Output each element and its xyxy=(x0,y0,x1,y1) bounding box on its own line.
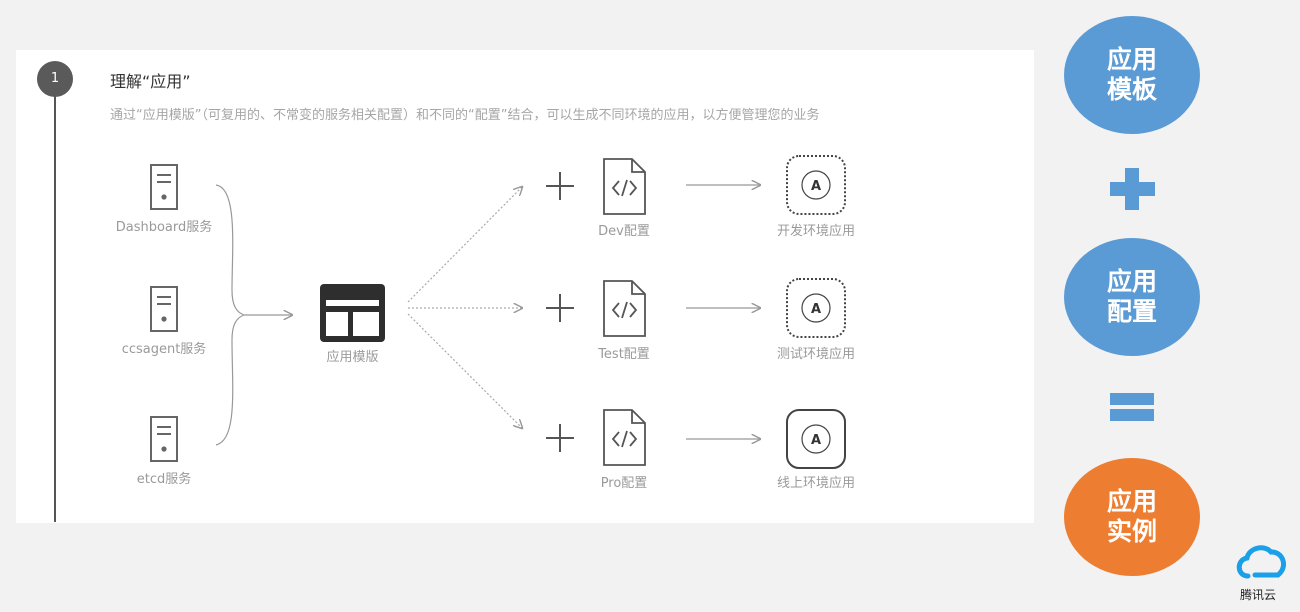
service-label: ccsagent服务 xyxy=(121,342,207,357)
plus-icon xyxy=(1110,168,1155,210)
step-subtitle: 通过“应用模版”（可复用的、不常变的服务相关配置）和不同的“配置”结合，可以生成… xyxy=(110,108,820,123)
app-icon-letter: A xyxy=(811,179,821,194)
step-number-badge: 1 xyxy=(37,61,73,97)
template-circle: 应用模板 xyxy=(1064,16,1200,134)
config-file-icon xyxy=(603,158,646,215)
app-icon xyxy=(786,409,846,469)
service-label: etcd服务 xyxy=(136,472,192,487)
step-title: 理解“应用” xyxy=(110,72,191,91)
app-icon-letter: A xyxy=(811,433,821,448)
config-label: Pro配置 xyxy=(600,476,648,491)
step-timeline xyxy=(54,96,56,522)
environment-label: 测试环境应用 xyxy=(776,347,855,362)
template-label: 应用模版 xyxy=(326,350,379,365)
environment-label: 开发环境应用 xyxy=(776,224,855,239)
arrow-to-pro xyxy=(407,313,522,428)
app-icon xyxy=(786,155,846,215)
template-circle-line: 模板 xyxy=(1106,75,1157,104)
instance-circle-line: 实例 xyxy=(1106,517,1157,546)
equals-icon xyxy=(1110,393,1154,421)
plus-icon xyxy=(546,294,574,322)
instance-circle-line: 应用 xyxy=(1106,487,1157,516)
template-circle-line: 应用 xyxy=(1106,45,1157,74)
service-label: Dashboard服务 xyxy=(115,220,213,235)
server-icon xyxy=(150,286,178,332)
config-file-icon xyxy=(603,280,646,337)
logo-text: 腾讯云 xyxy=(1240,588,1277,602)
config-label: Dev配置 xyxy=(598,224,650,239)
config-label: Test配置 xyxy=(598,347,650,362)
plus-icon xyxy=(546,424,574,452)
plus-icon xyxy=(546,172,574,200)
template-icon xyxy=(320,284,385,342)
config-file-icon xyxy=(603,409,646,466)
config-circle-line: 应用 xyxy=(1106,267,1157,296)
app-icon-letter: A xyxy=(811,302,821,317)
app-icon xyxy=(786,278,846,338)
config-circle-line: 配置 xyxy=(1106,297,1157,326)
arrow-to-dev xyxy=(407,187,522,303)
config-circle: 应用配置 xyxy=(1064,238,1200,356)
diagram-panel xyxy=(16,50,1034,523)
server-icon xyxy=(150,164,178,210)
server-icon xyxy=(150,416,178,462)
environment-label: 线上环境应用 xyxy=(776,476,855,491)
instance-circle: 应用实例 xyxy=(1064,458,1200,576)
cloud-icon xyxy=(1236,545,1287,579)
